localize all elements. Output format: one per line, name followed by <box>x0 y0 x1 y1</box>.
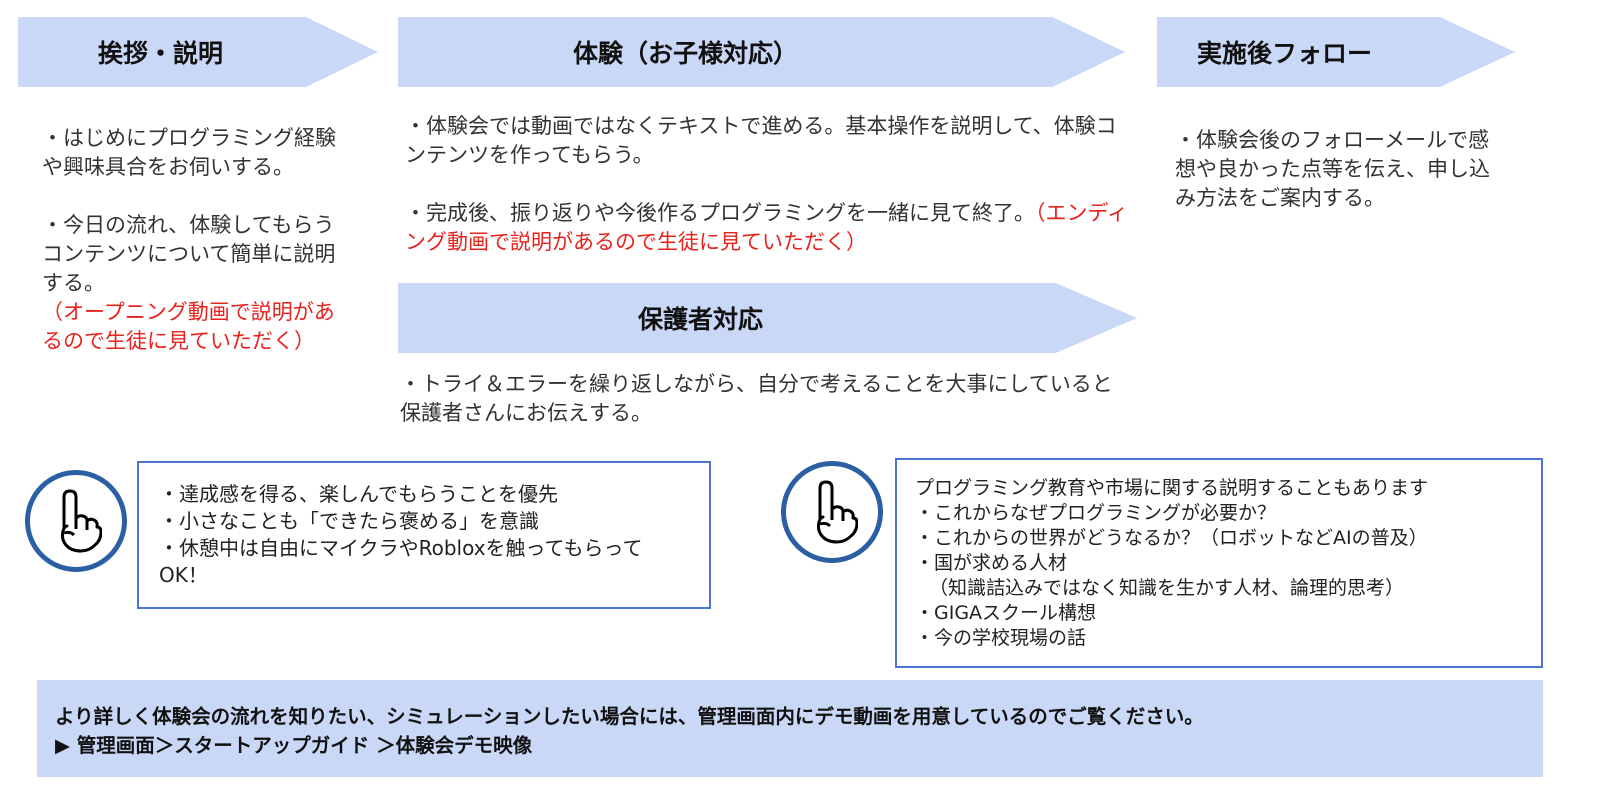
experience-note: （エンディング動画で説明があるので生徒に見ていただく） <box>405 201 1129 254</box>
tip-line: ・GIGAスクール構想 <box>915 602 1097 624</box>
step-title: 保護者対応 <box>638 305 764 334</box>
greeting-note: （オープニング動画で説明があるので生徒に見ていただく） <box>42 300 335 353</box>
step-parents-header: 保護者対応 <box>398 283 1137 353</box>
pointing-hand-icon <box>781 461 883 563</box>
parents-p1: ・トライ＆エラーを繰り返しながら、自分で考えることを大事にしていると保護者さんに… <box>400 372 1113 425</box>
tip-line: ・達成感を得る、楽しんでもらうことを優先 <box>159 482 558 506</box>
step-title: 挨拶・説明 <box>98 39 224 68</box>
banner-text: より詳しく体験会の流れを知りたい、シミュレーションしたい場合には、管理画面内にデ… <box>55 705 1204 728</box>
tip-line: ・休憩中は自由にマイクラやRobloxを触ってもらってOK！ <box>159 536 643 587</box>
step-title: 体験（お子様対応） <box>573 39 799 68</box>
pointing-hand-icon <box>25 470 127 572</box>
tips-kids-box: ・達成感を得る、楽しんでもらうことを優先 ・小さなことも「できたら褒める」を意識… <box>137 461 711 609</box>
followup-description: ・体験会後のフォローメールで感想や良かった点等を伝え、申し込み方法をご案内する。 <box>1175 126 1500 213</box>
tip-line: ・今の学校現場の話 <box>915 627 1087 649</box>
banner-path: ▶ 管理画面＞スタートアップガイド ＞体験会デモ映像 <box>55 734 533 757</box>
parents-description: ・トライ＆エラーを繰り返しながら、自分で考えることを大事にしていると保護者さんに… <box>400 370 1130 428</box>
greeting-p2: ・今日の流れ、体験してもらうコンテンツについて簡単に説明する。 <box>42 213 336 295</box>
tips-parents-box: プログラミング教育や市場に関する説明することもあります ・これからなぜプログラミ… <box>895 458 1543 668</box>
greeting-description: ・はじめにプログラミング経験や興味具合をお伺いする。 ・今日の流れ、体験してもら… <box>42 124 342 356</box>
followup-p1: ・体験会後のフォローメールで感想や良かった点等を伝え、申し込み方法をご案内する。 <box>1175 128 1490 210</box>
experience-description: ・体験会では動画ではなくテキストで進める。基本操作を説明して、体験コンテンツを作… <box>405 112 1130 257</box>
step-greeting-header: 挨拶・説明 <box>18 17 378 87</box>
tips-intro: プログラミング教育や市場に関する説明することもあります <box>915 477 1429 499</box>
tip-line: ・国が求める人材 <box>915 552 1068 574</box>
tip-line: （知識詰込みではなく知識を生かす人材、論理的思考） <box>929 577 1405 599</box>
experience-p1: ・体験会では動画ではなくテキストで進める。基本操作を説明して、体験コンテンツを作… <box>405 114 1117 167</box>
step-title: 実施後フォロー <box>1197 39 1373 68</box>
greeting-p1: ・はじめにプログラミング経験や興味具合をお伺いする。 <box>42 126 336 179</box>
step-followup-header: 実施後フォロー <box>1157 17 1515 87</box>
tip-line: ・小さなことも「できたら褒める」を意識 <box>159 509 539 533</box>
tip-line: ・これからなぜプログラミングが必要か？ <box>915 502 1277 524</box>
experience-p2: ・完成後、振り返りや今後作るプログラミングを一緒に見て終了。 <box>405 201 1035 225</box>
tip-line: ・これからの世界がどうなるか？（ロボットなどAIの普及） <box>915 527 1428 549</box>
step-experience-header: 体験（お子様対応） <box>398 17 1125 87</box>
demo-video-banner: より詳しく体験会の流れを知りたい、シミュレーションしたい場合には、管理画面内にデ… <box>37 680 1543 777</box>
